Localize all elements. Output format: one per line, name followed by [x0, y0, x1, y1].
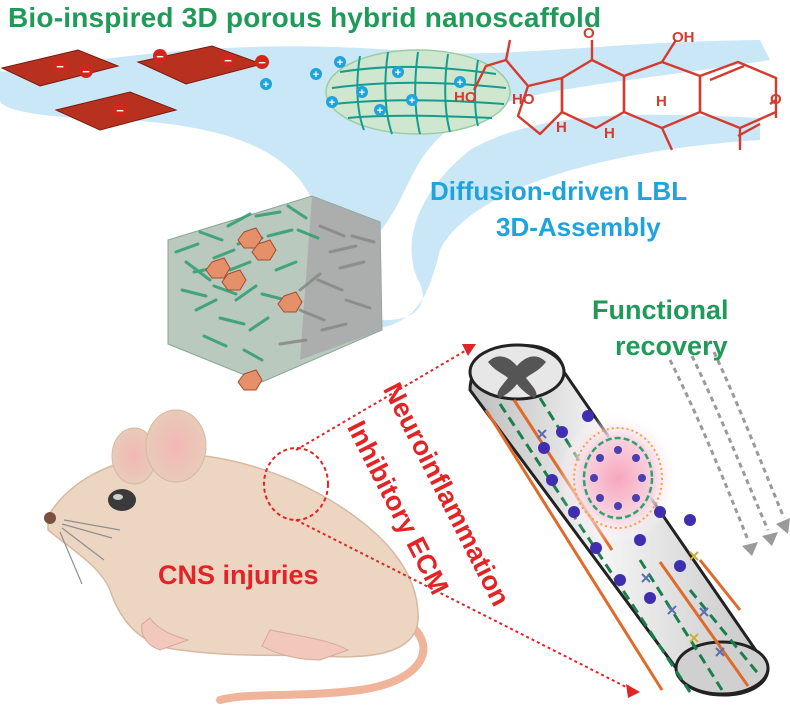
mouse-hind-leg: [261, 629, 350, 661]
polymer-mesh: + + + + + + + + +: [260, 49, 511, 135]
mouse-whiskers: [59, 519, 121, 585]
negative-charge: [255, 55, 269, 69]
positive-charge: [374, 104, 386, 116]
mouse-eye: [108, 489, 136, 511]
mouse-nose: [44, 512, 56, 524]
negative-charge: [79, 64, 93, 78]
positive-sign: +: [337, 57, 343, 69]
recovery-arrows: [668, 351, 786, 541]
positive-charge: [392, 66, 404, 78]
positive-charge: [310, 68, 322, 80]
mouse: [44, 409, 428, 704]
atom-label: H: [604, 125, 615, 142]
ecm-crosses: [537, 429, 725, 657]
macrophage-ring: [590, 446, 646, 510]
gray-matter: [488, 356, 546, 398]
atom-label: O: [770, 91, 782, 108]
atom-label: HO: [454, 89, 477, 106]
mouse-tail: [216, 614, 428, 704]
positive-sign: +: [359, 87, 365, 99]
lesion-site: [263, 447, 329, 521]
atom-label: H: [556, 119, 567, 136]
drug-crystals: [205, 227, 303, 391]
porous-scaffold: [167, 195, 383, 391]
positive-sign: +: [457, 77, 463, 89]
positive-sign: +: [263, 79, 269, 91]
negative-sign: −: [224, 53, 232, 68]
negative-charge: [153, 49, 167, 63]
atom-label: HO: [512, 91, 535, 108]
negative-charge: [221, 53, 235, 67]
positive-sign: +: [329, 97, 335, 109]
spinal-cord: [468, 343, 770, 697]
atom-label: O: [583, 25, 595, 42]
negative-sign: −: [156, 49, 164, 64]
zoom-arrowhead-bottom: [626, 684, 640, 698]
zoom-lines: [295, 347, 633, 691]
negative-sign: −: [56, 59, 64, 74]
nanosheet-bottom: [54, 91, 178, 131]
mouse-front-paw: [141, 617, 190, 651]
positive-sign: +: [313, 69, 319, 81]
atom-label: H: [656, 93, 667, 110]
positive-charge: [356, 86, 368, 98]
assembly-label-line1: Diffusion-driven LBL: [430, 176, 688, 206]
mouse-ear-front: [145, 409, 207, 483]
arrow-head: [776, 518, 790, 534]
negative-charge: [53, 59, 67, 73]
recovery-label-line1: Functional: [592, 295, 729, 325]
zoom-arrowhead-top: [462, 344, 476, 356]
assembly-label-line2: 3D-Assembly: [496, 212, 661, 242]
flow-ribbon: [0, 40, 770, 329]
positive-sign: +: [409, 95, 415, 107]
negative-sign: −: [116, 103, 124, 118]
nanosheet-top-middle: [136, 45, 269, 85]
inflammation-plaque: [558, 412, 678, 544]
positive-charge: [326, 96, 338, 108]
positive-charge: [334, 56, 346, 68]
diagram-title: Bio-inspired 3D porous hybrid nanoscaffo…: [8, 2, 602, 33]
recovery-label-line2: recovery: [615, 331, 728, 361]
arrow-head: [742, 542, 758, 556]
cns-injuries-label: CNS injuries: [158, 560, 319, 590]
positive-sign: +: [395, 67, 401, 79]
negative-sign: −: [82, 64, 90, 79]
drug-molecule: [472, 39, 778, 151]
nanosheet-top-left: [0, 49, 120, 87]
positive-charge: [454, 76, 466, 88]
negative-sign: −: [258, 55, 266, 70]
mouse-body: [47, 453, 419, 658]
negative-charge: [113, 103, 127, 117]
atom-label: OH: [672, 29, 695, 46]
positive-charge: [260, 78, 272, 90]
positive-sign: +: [377, 105, 383, 117]
inflammatory-cells: [538, 410, 696, 604]
arrow-head: [762, 532, 778, 546]
positive-charge: [406, 94, 418, 106]
